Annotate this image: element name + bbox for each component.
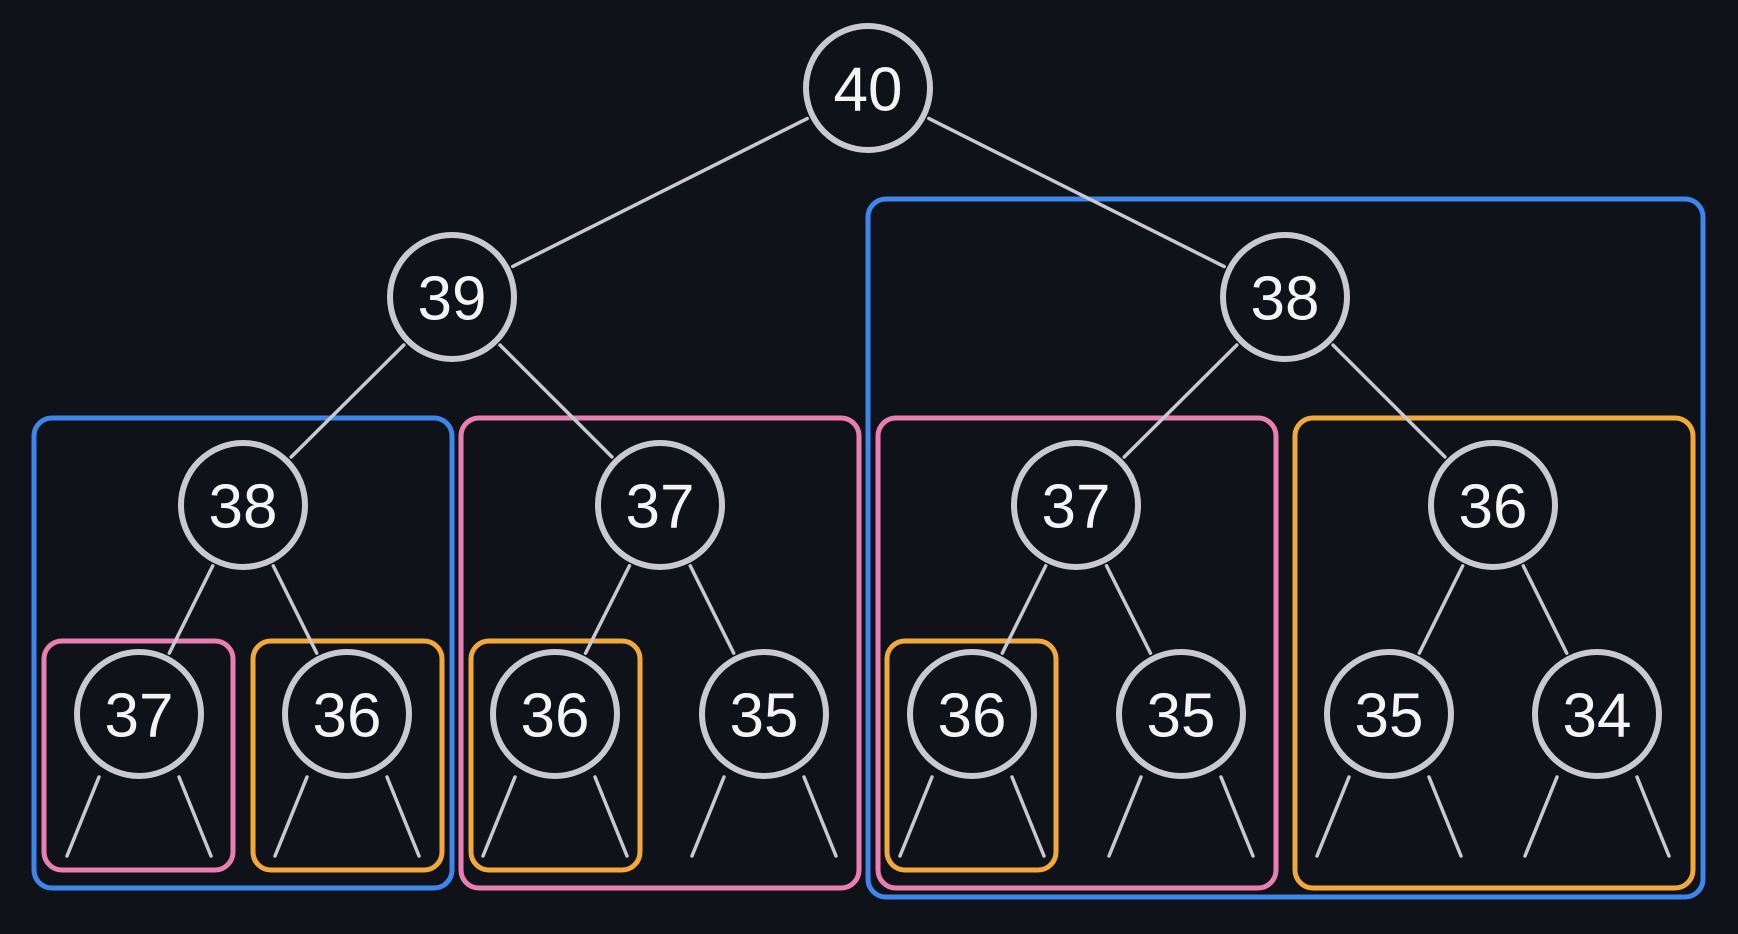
leaf-stub-n7-right (177, 775, 213, 858)
node-circle (803, 23, 933, 153)
group-pink-left-37 (458, 415, 862, 891)
group-boxes (31, 196, 1706, 900)
tree-node-n2: 38 (1220, 232, 1350, 362)
group-orange-leaf-36-b (468, 638, 643, 873)
leaf-stub-n9-right (593, 775, 629, 858)
node-label: 36 (1459, 473, 1528, 542)
leaf-stub-n9-left (481, 775, 517, 858)
node-circle (1220, 232, 1350, 362)
node-label: 36 (313, 682, 382, 751)
node-circle (907, 649, 1037, 779)
node-circle (1428, 440, 1558, 570)
node-label: 37 (626, 473, 695, 542)
tree-node-n14: 34 (1532, 649, 1662, 779)
group-pink-leaf-37 (41, 638, 236, 873)
node-circle (387, 232, 517, 362)
node-circle (1011, 440, 1141, 570)
tree-node-n3: 38 (178, 440, 308, 570)
group-blue-left-38 (31, 415, 455, 891)
tree-node-n10: 35 (699, 649, 829, 779)
leaf-stub-edges (65, 775, 1671, 858)
leaf-stub-n7-left (65, 775, 101, 858)
node-label: 37 (1042, 473, 1111, 542)
tree-nodes: 40 39 38 38 37 37 36 37 36 36 35 36 35 35 34 (74, 23, 1662, 779)
edge-n5-n12 (1104, 564, 1153, 655)
group-blue-right-subtree (865, 196, 1706, 900)
tree-edges (167, 116, 1569, 655)
leaf-stub-n14-left (1523, 775, 1559, 858)
leaf-stub-n10-left (690, 775, 726, 858)
tree-node-n11: 36 (907, 649, 1037, 779)
tree-node-n13: 35 (1324, 649, 1454, 779)
tree-node-n12: 35 (1116, 649, 1246, 779)
tree-node-n0: 40 (803, 23, 933, 153)
node-circle (178, 440, 308, 570)
leaf-stub-n13-left (1315, 775, 1351, 858)
node-circle (1532, 649, 1662, 779)
node-circle (74, 649, 204, 779)
group-pink-right-37 (875, 415, 1279, 891)
leaf-stub-n11-right (1010, 775, 1046, 858)
node-label: 36 (521, 682, 590, 751)
edge-n4-n10 (688, 564, 736, 655)
edge-n6-n13 (1417, 564, 1465, 655)
node-label: 39 (418, 265, 487, 334)
node-label: 35 (1147, 682, 1216, 751)
tree-node-n7: 37 (74, 649, 204, 779)
leaf-stub-n10-right (802, 775, 838, 858)
node-label: 38 (1251, 265, 1320, 334)
edge-n6-n14 (1521, 564, 1569, 655)
node-circle (490, 649, 620, 779)
node-circle (1116, 649, 1246, 779)
tree-node-n9: 36 (490, 649, 620, 779)
node-label: 35 (730, 682, 799, 751)
group-orange-leaf-36-c (884, 638, 1059, 873)
tree-node-n8: 36 (282, 649, 412, 779)
edge-n0-n1 (511, 116, 809, 269)
edge-n4-n9 (583, 564, 632, 655)
edge-n3-n8 (271, 564, 319, 655)
node-circle (282, 649, 412, 779)
node-circle (699, 649, 829, 779)
leaf-stub-n12-left (1107, 775, 1143, 858)
node-label: 38 (209, 473, 278, 542)
node-label: 36 (938, 682, 1007, 751)
edge-n5-n11 (1000, 564, 1048, 655)
edge-n2-n5 (1122, 343, 1239, 459)
edge-n3-n7 (167, 564, 215, 655)
group-orange-right-36 (1292, 415, 1696, 891)
leaf-stub-n14-right (1635, 775, 1671, 858)
leaf-stub-n8-left (273, 775, 309, 858)
leaf-stub-n11-left (898, 775, 934, 858)
tree-node-n1: 39 (387, 232, 517, 362)
tree-node-n4: 37 (595, 440, 725, 570)
node-label: 35 (1355, 682, 1424, 751)
node-label: 37 (105, 682, 174, 751)
tree-node-n5: 37 (1011, 440, 1141, 570)
edge-n1-n3 (289, 343, 406, 459)
edge-n2-n6 (1331, 343, 1447, 459)
leaf-stub-n12-right (1219, 775, 1255, 858)
node-label: 34 (1563, 682, 1632, 751)
leaf-stub-n13-right (1427, 775, 1463, 858)
leaf-stub-n8-right (385, 775, 421, 858)
edge-n1-n4 (498, 343, 614, 459)
group-orange-leaf-36-a (250, 638, 445, 873)
tree-node-n6: 36 (1428, 440, 1558, 570)
node-circle (1324, 649, 1454, 779)
node-circle (595, 440, 725, 570)
edge-n0-n2 (927, 116, 1226, 269)
node-label: 40 (834, 56, 903, 125)
